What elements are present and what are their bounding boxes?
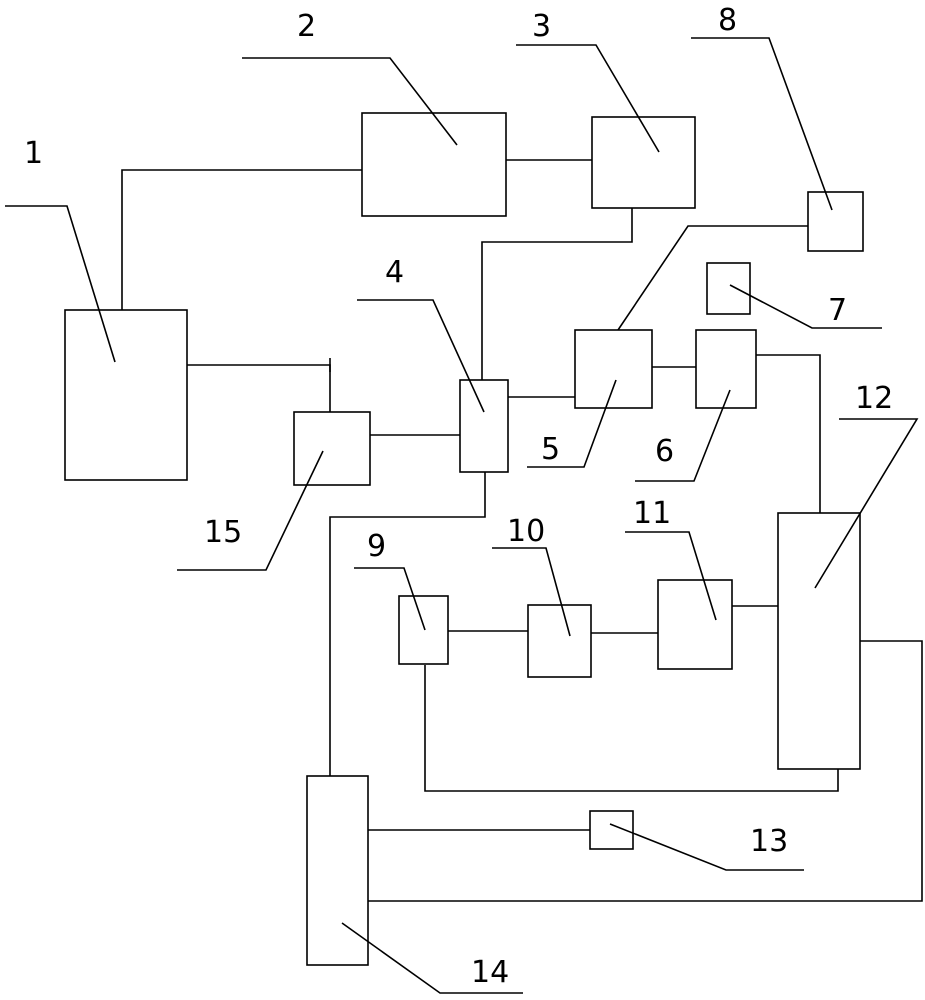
leader-9 (354, 567, 426, 631)
box-8 (807, 191, 864, 252)
box-1 (64, 309, 188, 481)
label-9: 9 (367, 529, 386, 564)
label-4: 4 (385, 255, 404, 290)
label-3: 3 (532, 9, 551, 44)
wire-1-2 (121, 169, 362, 310)
label-7: 7 (828, 293, 847, 328)
box-7 (706, 262, 751, 315)
leader-8 (691, 37, 833, 211)
leader-4 (357, 299, 485, 413)
leader-1 (5, 205, 116, 363)
component-boxes (64, 112, 864, 966)
box-14 (306, 775, 369, 966)
box-4 (459, 379, 509, 473)
wire-14-12 (368, 640, 923, 902)
box-11 (657, 579, 733, 670)
label-12: 12 (855, 381, 893, 416)
wire-6-12 (756, 354, 821, 513)
leader-10 (492, 547, 571, 637)
leader-11 (625, 531, 717, 621)
label-10: 10 (507, 514, 545, 549)
label-5: 5 (541, 432, 560, 467)
label-13: 13 (750, 824, 788, 859)
label-8: 8 (718, 3, 737, 38)
box-3 (591, 116, 696, 209)
leader-7 (729, 284, 882, 329)
component-labels: 1 2 3 4 5 6 7 8 9 10 11 12 13 14 15 (24, 3, 893, 990)
wire-4-14 (329, 472, 486, 776)
leader-12 (814, 418, 919, 589)
leader-14 (341, 922, 523, 994)
leader-13 (609, 823, 804, 871)
leader-6 (635, 389, 731, 482)
label-2: 2 (297, 9, 316, 44)
leader-lines (5, 37, 919, 994)
box-2 (361, 112, 507, 217)
box-15 (293, 411, 371, 486)
leader-2 (242, 57, 458, 146)
connection-wires (121, 159, 923, 902)
label-11: 11 (633, 496, 671, 531)
label-15: 15 (204, 515, 242, 550)
wire-1-15 (187, 364, 331, 412)
box-5 (574, 329, 653, 409)
label-1: 1 (24, 136, 43, 171)
leader-3 (516, 44, 660, 153)
wire-3-4 (481, 208, 633, 380)
label-6: 6 (655, 434, 674, 469)
box-9 (398, 595, 449, 665)
wire-9-12 (424, 665, 839, 792)
box-12 (777, 512, 861, 770)
wire-5-8 (617, 225, 808, 331)
box-6 (695, 329, 757, 409)
leader-15 (177, 450, 324, 571)
leader-5 (527, 379, 617, 468)
box-10 (527, 604, 592, 678)
label-14: 14 (471, 955, 509, 990)
